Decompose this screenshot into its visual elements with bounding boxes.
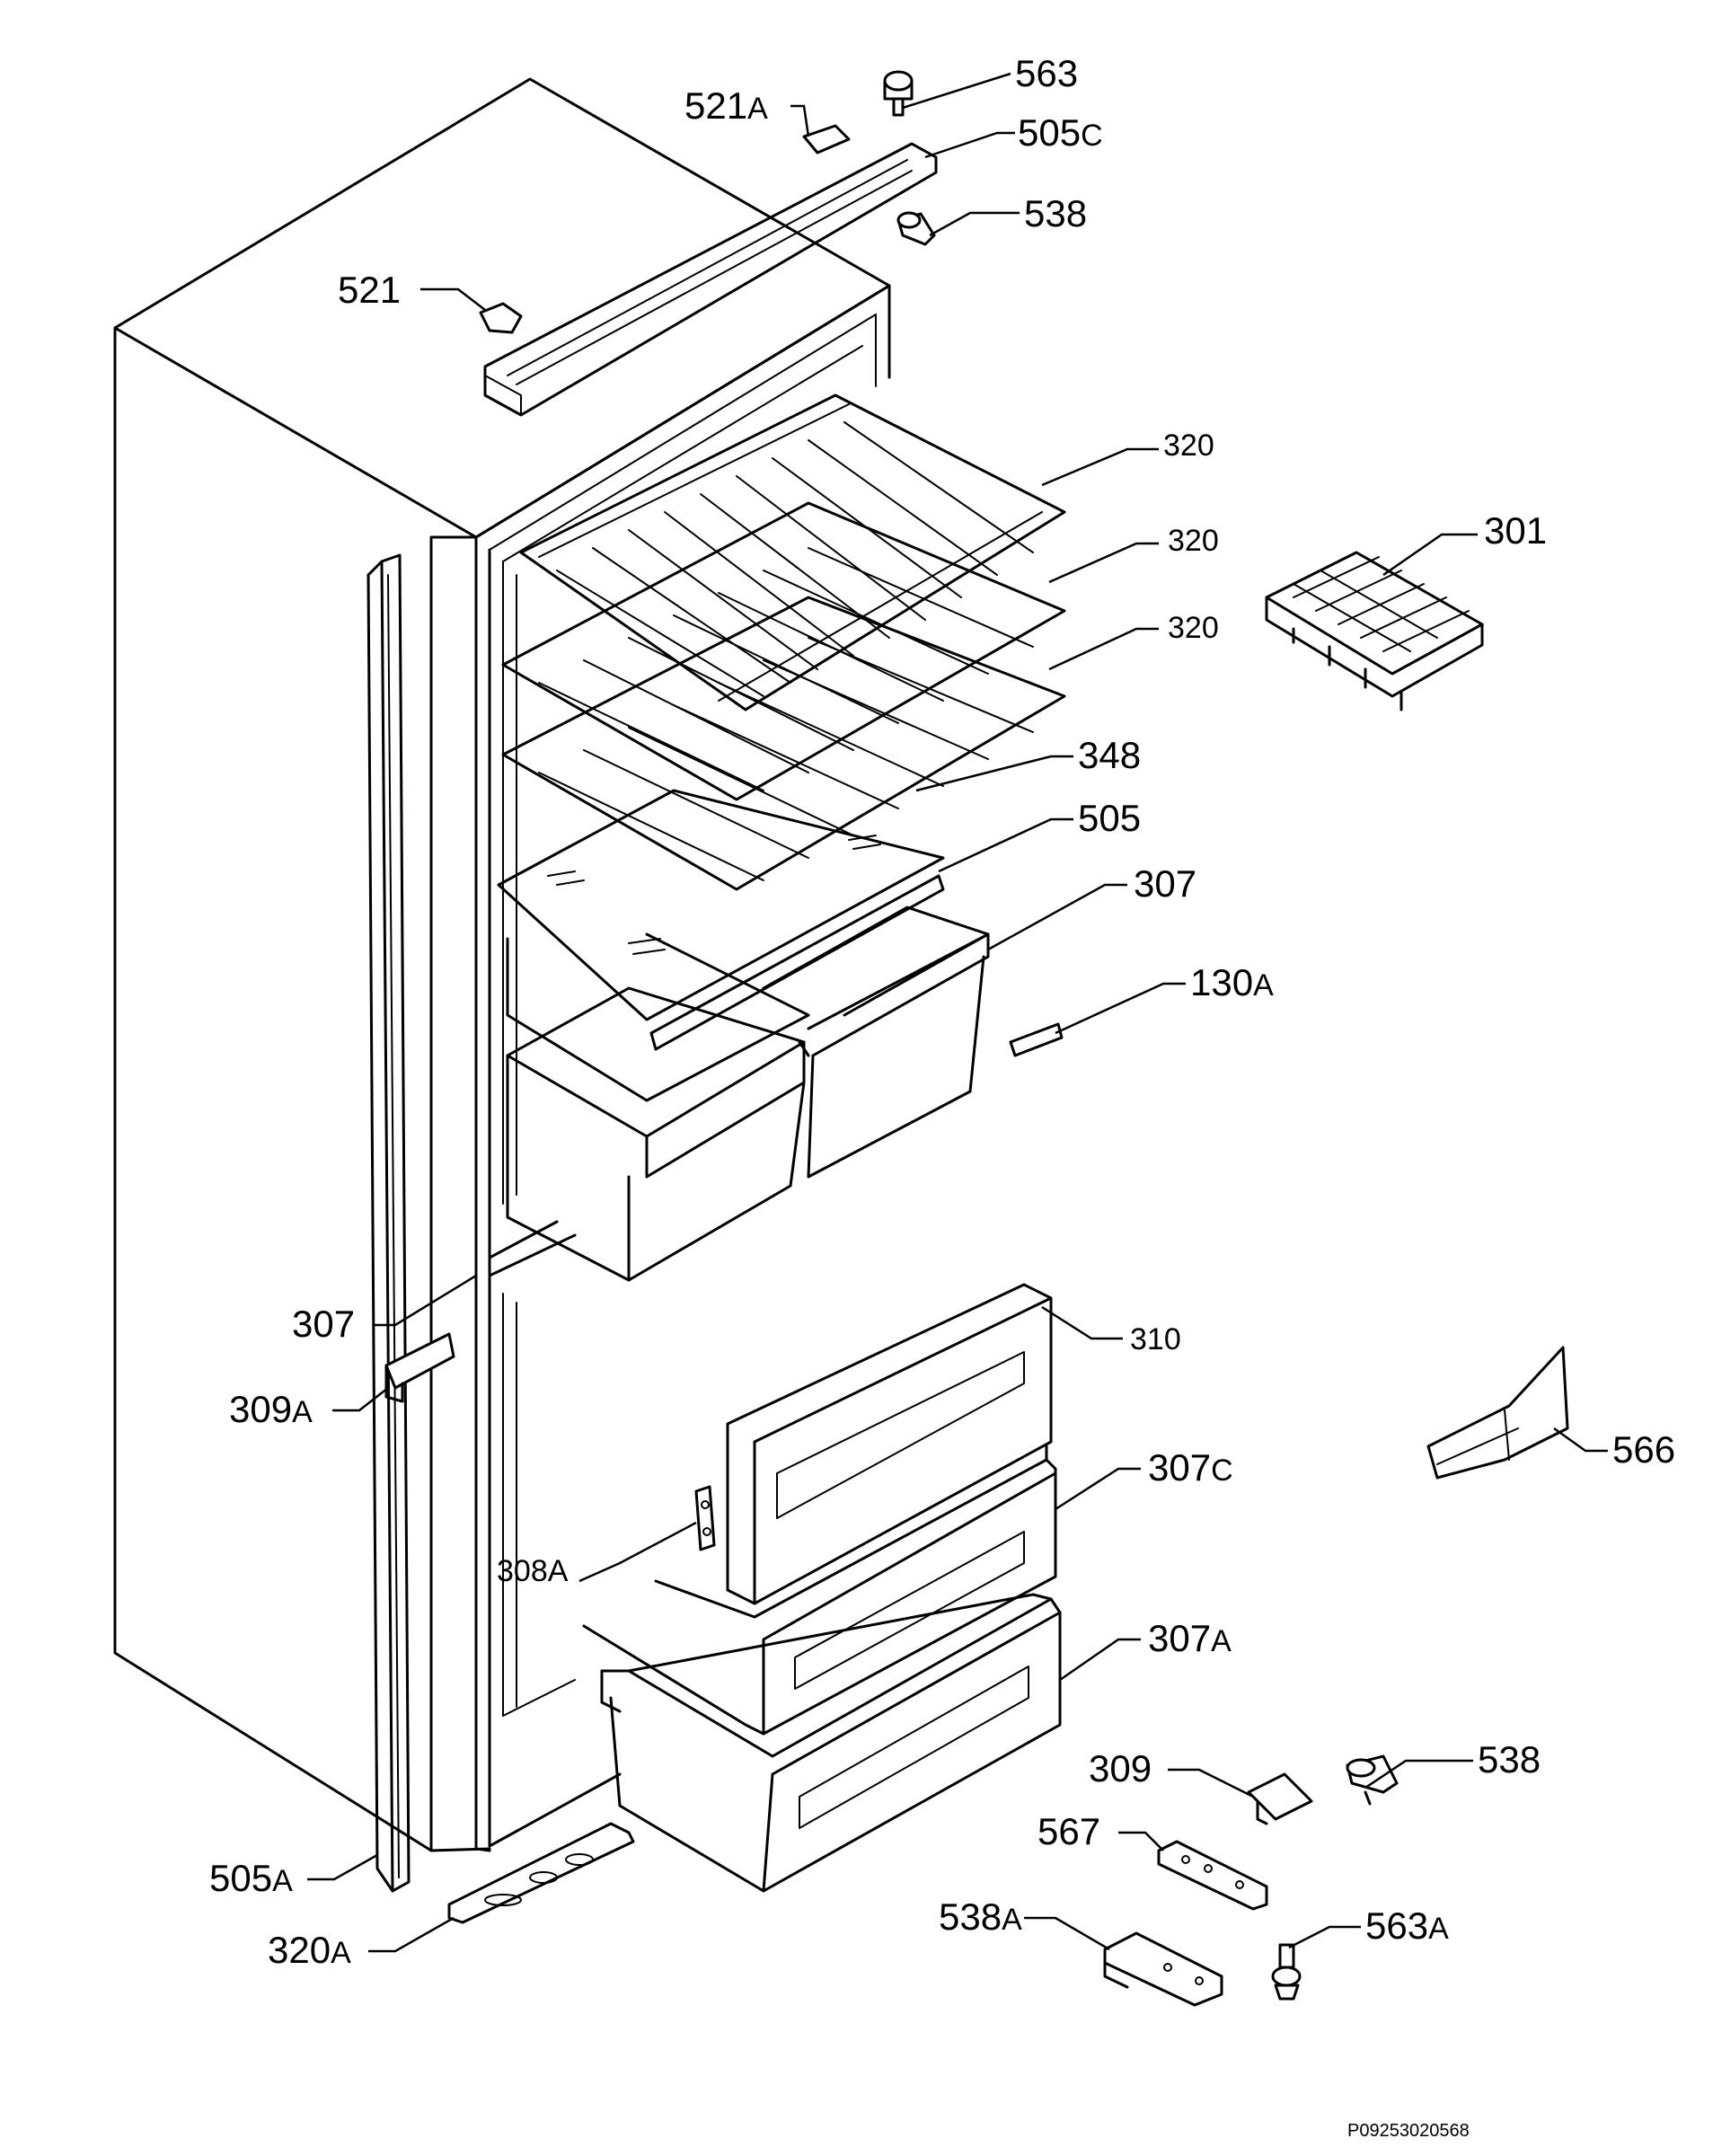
hinge-538-top [896, 211, 936, 246]
label-538A: 538A [939, 1895, 1022, 1938]
label-309A: 309A [229, 1388, 313, 1430]
label-320-low: 320 [1168, 611, 1219, 645]
label-320-mid: 320 [1168, 524, 1219, 558]
label-309: 309 [1089, 1747, 1152, 1789]
label-307-left: 307 [292, 1303, 355, 1345]
label-521A: 521A [684, 84, 768, 127]
leader-lines [307, 72, 1608, 1953]
label-521: 521 [338, 269, 401, 311]
cap-521 [479, 302, 523, 334]
clip-309A [384, 1332, 455, 1403]
glass-shelf [497, 789, 945, 1021]
label-538-bottom: 538 [1478, 1738, 1541, 1780]
label-505: 505 [1078, 797, 1141, 839]
freezer-drawer-front-310 [726, 1283, 1053, 1605]
top-trim-bar [483, 142, 938, 417]
freezer-drawer-307C [582, 1445, 1057, 1736]
ice-cube-tray [1265, 551, 1484, 711]
part-labels: 563 521A 505C 538 521 320 320 320 301 34… [209, 52, 1675, 1971]
label-307-right: 307 [1134, 862, 1196, 905]
door-seal-strip [366, 553, 411, 1893]
clip-130A [1009, 1022, 1064, 1057]
crisper-drawer-right [762, 906, 990, 1179]
label-301: 301 [1484, 509, 1547, 552]
label-348: 348 [1078, 734, 1141, 776]
label-320A: 320A [268, 1929, 351, 1971]
label-307A: 307A [1148, 1617, 1232, 1659]
hinge-pin-563A [1271, 1943, 1302, 2001]
label-505C: 505C [1018, 111, 1103, 154]
cap-521A [802, 124, 851, 155]
bracket-538A [1103, 1931, 1223, 2007]
hinge-538-bottom [1346, 1754, 1399, 1806]
wire-shelf [501, 596, 1066, 891]
reference-code: P09253020568 [1347, 2121, 1470, 2141]
label-320-top: 320 [1163, 429, 1214, 463]
cabinet-body [113, 77, 891, 1852]
label-538-top: 538 [1024, 192, 1087, 234]
part-309 [1247, 1772, 1313, 1825]
label-566: 566 [1612, 1428, 1675, 1471]
hinge-308A [694, 1485, 716, 1551]
plate-567 [1157, 1840, 1268, 1911]
label-307C: 307C [1148, 1446, 1233, 1489]
label-567: 567 [1038, 1810, 1100, 1852]
freezer-drawer-307A [600, 1593, 1062, 1893]
crisper-drawer-left [506, 932, 810, 1282]
label-130A: 130A [1190, 961, 1274, 1003]
label-563A: 563A [1365, 1904, 1449, 1947]
label-563: 563 [1015, 52, 1078, 94]
label-308A: 308A [497, 1554, 569, 1588]
shelf-front-trim [649, 874, 945, 1051]
label-505A: 505A [209, 1857, 293, 1899]
label-310: 310 [1130, 1322, 1181, 1356]
hinge-pin-563 [883, 70, 914, 117]
ice-scraper-566 [1426, 1346, 1569, 1480]
bottom-trim-320A [447, 1822, 635, 1924]
wire-shelf [519, 393, 1066, 711]
